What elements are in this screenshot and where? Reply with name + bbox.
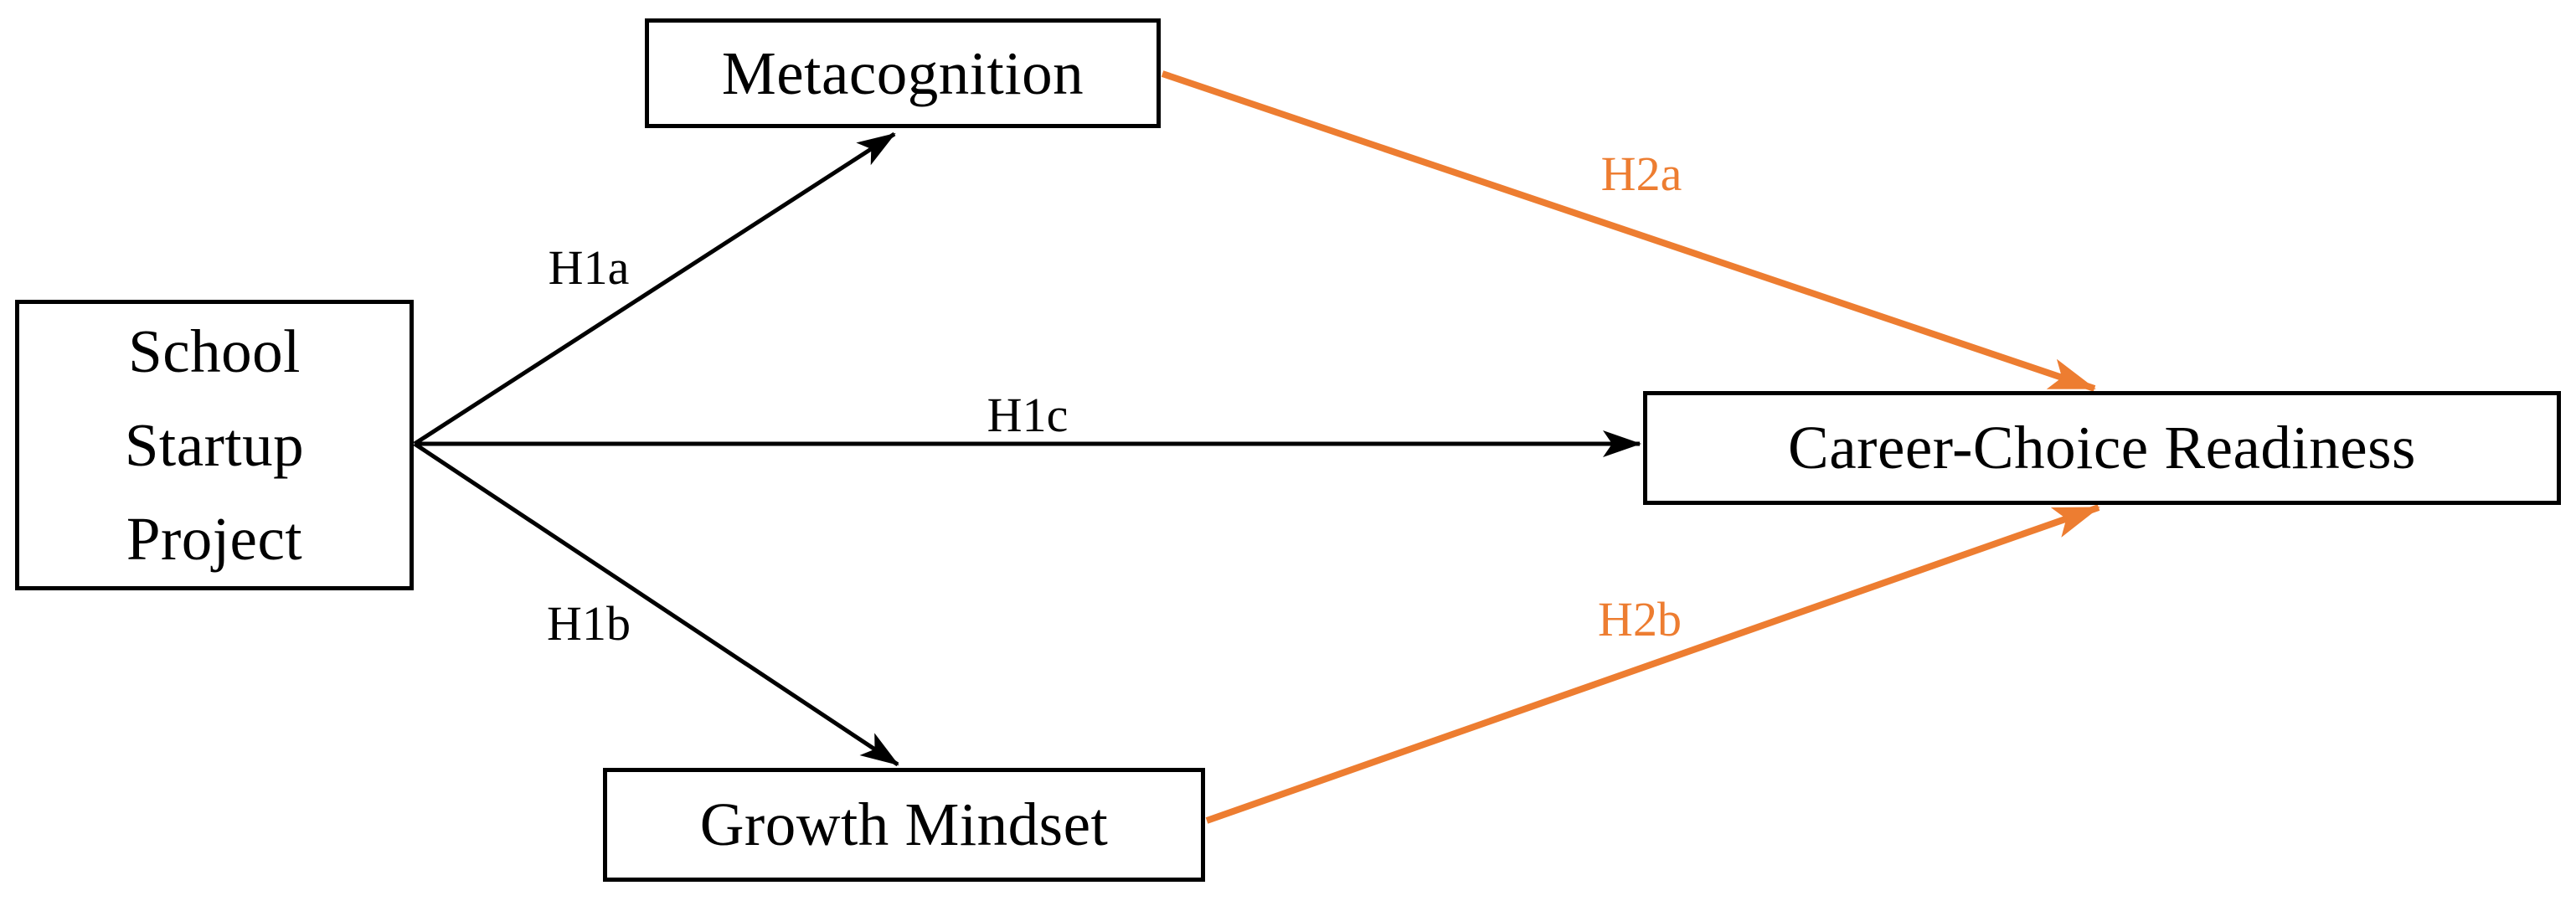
node-metacognition: Metacognition (645, 18, 1161, 128)
edge-h2b-growth-mindset-to-career-readiness (1205, 504, 2100, 824)
node-growth-mindset: Growth Mindset (603, 768, 1205, 882)
node-school-startup-project-label: School Startup Project (124, 317, 305, 573)
node-growth-mindset-label: Growth Mindset (699, 790, 1109, 858)
edge-label-h1a: H1a (548, 240, 630, 295)
edge-label-h2b: H2b (1598, 592, 1682, 646)
edge-h1b-school-to-growth-mindset (413, 441, 899, 767)
node-school-startup-project: School Startup Project (15, 300, 414, 590)
edge-h2a-metacognition-to-career-readiness (1161, 70, 2096, 392)
node-career-choice-readiness: Career-Choice Readiness (1643, 391, 2561, 505)
edge-label-h1b: H1b (547, 596, 631, 651)
edge-label-h1c: H1c (987, 388, 1069, 442)
node-career-choice-readiness-label: Career-Choice Readiness (1788, 414, 2416, 481)
node-metacognition-label: Metacognition (721, 39, 1084, 107)
edge-label-h2a: H2a (1600, 147, 1682, 201)
edge-h1a-school-to-metacognition (413, 131, 896, 446)
